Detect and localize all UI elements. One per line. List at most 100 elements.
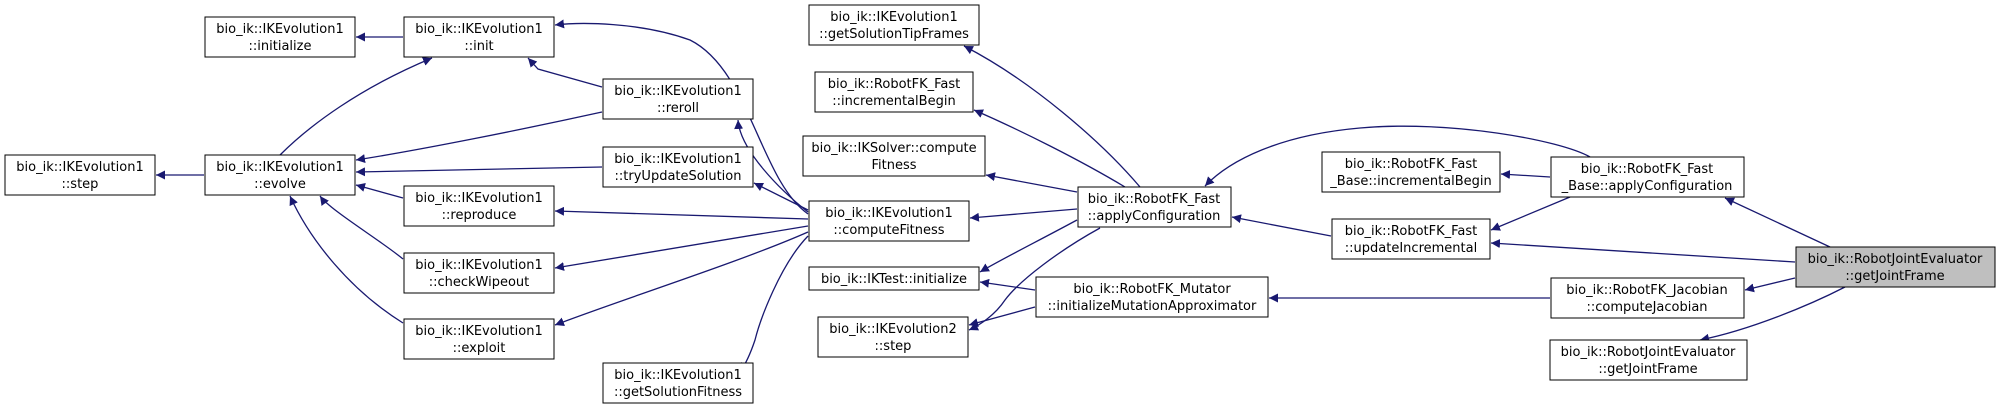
node-fk-incrementalbegin[interactable]: bio_ik::RobotFK_Fast ::incrementalBegin xyxy=(814,71,974,113)
edge-mutator-to-iktest xyxy=(979,278,1036,291)
node-label-line: ::init xyxy=(464,39,493,54)
node-label-line: bio_ik::IKEvolution1 xyxy=(614,368,741,383)
edge-computefitness-to-checkwipeout xyxy=(554,225,809,271)
node-label-line: ::evolve xyxy=(254,177,306,192)
node-fk-applyconfiguration[interactable]: bio_ik::RobotFK_Fast ::applyConfiguratio… xyxy=(1077,186,1232,228)
node-label-line: Fitness xyxy=(871,158,916,173)
node-mutator-initmutationapprox[interactable]: bio_ik::RobotFK_Mutator ::initializeMuta… xyxy=(1035,276,1269,318)
edge-computefitness-to-reproduce xyxy=(554,206,809,220)
edge-updateinc-to-applyconfig xyxy=(1231,214,1332,237)
node-label-line: bio_ik::IKEvolution1 xyxy=(614,152,741,167)
node-label-line: bio_ik::IKEvolution1 xyxy=(415,324,542,339)
edge-mutator-to-evo2step xyxy=(968,306,1036,327)
node-label-line: ::getJointFrame xyxy=(1845,269,1944,284)
node-label-line: bio_ik::IKEvolution1 xyxy=(415,22,542,37)
node-evo1-computefitness[interactable]: bio_ik::IKEvolution1 ::computeFitness xyxy=(808,200,970,242)
call-edges xyxy=(156,19,1846,373)
node-iksolver-computefitness[interactable]: bio_ik::IKSolver::compute Fitness xyxy=(802,135,986,177)
edge-target-to-rjegetjointframe xyxy=(1699,286,1846,343)
edge-applyconfig-to-getsoltipframes xyxy=(963,45,1141,188)
node-label-line: ::step xyxy=(62,177,99,192)
edge-reroll-to-init xyxy=(527,57,603,88)
node-label-line: bio_ik::RobotFK_Jacobian xyxy=(1566,283,1727,298)
edge-evolve-to-init xyxy=(279,57,433,156)
node-label-line: bio_ik::RobotFK_Mutator xyxy=(1073,282,1231,297)
node-label-line: _Base::incrementalBegin xyxy=(1329,174,1492,189)
node-evo1-getsolutiontipframes[interactable]: bio_ik::IKEvolution1 ::getSolutionTipFra… xyxy=(808,4,980,46)
node-rje-getjointframe-target: bio_ik::RobotJointEvaluator ::getJointFr… xyxy=(1795,246,1996,288)
node-label-line: bio_ik::RobotFK_Fast xyxy=(1345,157,1478,172)
node-label-line: ::reroll xyxy=(657,101,699,116)
node-fk-updateincremental[interactable]: bio_ik::RobotFK_Fast ::updateIncremental xyxy=(1331,218,1491,260)
call-graph-nodes: bio_ik::IKEvolution1 ::step bio_ik::IKEv… xyxy=(4,4,1996,404)
node-rje-getjointframe-caller[interactable]: bio_ik::RobotJointEvaluator ::getJointFr… xyxy=(1549,339,1748,381)
node-label-line: bio_ik::RobotFK_Fast xyxy=(1088,192,1221,207)
node-label-line: bio_ik::IKEvolution1 xyxy=(415,191,542,206)
edge-computefitness-to-exploit xyxy=(554,231,809,326)
node-label-line: bio_ik::IKTest::initialize xyxy=(821,272,967,287)
edge-reproduce-to-evolve xyxy=(355,183,404,199)
edge-computefitness-to-getsolfitness xyxy=(739,235,809,373)
node-evo1-init[interactable]: bio_ik::IKEvolution1 ::init xyxy=(403,16,555,58)
node-label-line: ::incrementalBegin xyxy=(832,94,955,109)
edge-fkbaseapply-to-fkbaseincbegin xyxy=(1500,170,1551,180)
edge-computefitness-to-init xyxy=(554,19,809,215)
node-label-line: bio_ik::IKEvolution1 xyxy=(614,84,741,99)
node-iktest-initialize[interactable]: bio_ik::IKTest::initialize xyxy=(808,266,980,291)
node-label-line: bio_ik::RobotJointEvaluator xyxy=(1808,252,1983,267)
node-evo1-evolve[interactable]: bio_ik::IKEvolution1 ::evolve xyxy=(204,154,356,196)
node-evo2-step[interactable]: bio_ik::IKEvolution2 ::step xyxy=(817,316,969,358)
edge-applyconfig-to-computefitness xyxy=(969,208,1078,222)
node-label-line: bio_ik::IKEvolution1 xyxy=(825,206,952,221)
node-label-line: bio_ik::IKEvolution1 xyxy=(16,160,143,175)
node-label-line: ::updateIncremental xyxy=(1345,241,1477,256)
edge-target-to-fkbaseapply xyxy=(1724,197,1831,248)
node-label-line: ::getSolutionTipFrames xyxy=(819,27,969,42)
node-label-line: _Base::applyConfiguration xyxy=(1561,179,1733,194)
node-fkbase-incrementalbegin[interactable]: bio_ik::RobotFK_Fast _Base::incrementalB… xyxy=(1321,151,1501,193)
node-evo1-tryupdatesolution[interactable]: bio_ik::IKEvolution1 ::tryUpdateSolution xyxy=(602,146,754,188)
node-evo1-getsolutionfitness[interactable]: bio_ik::IKEvolution1 ::getSolutionFitnes… xyxy=(602,362,754,404)
node-label-line: ::reproduce xyxy=(442,208,517,223)
node-label-line: bio_ik::IKEvolution2 xyxy=(829,322,956,337)
node-evo1-step[interactable]: bio_ik::IKEvolution1 ::step xyxy=(4,154,156,196)
node-label-line: ::checkWipeout xyxy=(429,275,530,290)
edge-checkwipeout-to-evolve xyxy=(319,195,404,260)
node-label-line: bio_ik::RobotFK_Fast xyxy=(1581,162,1714,177)
node-evo1-checkwipeout[interactable]: bio_ik::IKEvolution1 ::checkWipeout xyxy=(403,252,555,294)
node-label-line: ::computeJacobian xyxy=(1586,300,1707,315)
node-label-line: bio_ik::IKSolver::compute xyxy=(811,141,976,156)
node-evo1-reproduce[interactable]: bio_ik::IKEvolution1 ::reproduce xyxy=(403,185,555,227)
edge-target-to-updateinc xyxy=(1490,239,1796,263)
edge-fkbaseapply-to-updateinc xyxy=(1490,196,1571,231)
node-label-line: bio_ik::IKEvolution1 xyxy=(830,10,957,25)
node-fkbase-applyconfiguration[interactable]: bio_ik::RobotFK_Fast _Base::applyConfigu… xyxy=(1550,156,1745,198)
node-label-line: bio_ik::RobotFK_Fast xyxy=(1345,224,1478,239)
node-jacobian-computejacobian[interactable]: bio_ik::RobotFK_Jacobian ::computeJacobi… xyxy=(1550,277,1745,319)
node-evo1-exploit[interactable]: bio_ik::IKEvolution1 ::exploit xyxy=(403,318,555,360)
edge-computefitness-to-tryupdate xyxy=(753,182,809,211)
node-label-line: ::exploit xyxy=(453,341,506,356)
edge-applyconfig-to-evo2step xyxy=(968,227,1101,331)
node-label-line: bio_ik::IKEvolution1 xyxy=(415,258,542,273)
edge-exploit-to-evolve xyxy=(289,195,404,324)
node-label-line: ::applyConfiguration xyxy=(1088,209,1221,224)
node-label-line: ::getSolutionFitness xyxy=(614,385,742,400)
node-label-line: ::tryUpdateSolution xyxy=(615,169,742,184)
node-label-line: bio_ik::RobotJointEvaluator xyxy=(1561,345,1736,360)
edge-fkbaseapply-to-applyconfig xyxy=(1204,125,1591,187)
edge-applyconfig-to-iktest xyxy=(979,219,1078,273)
edge-reroll-to-evolve xyxy=(355,111,603,164)
node-label-line: bio_ik::RobotFK_Fast xyxy=(828,77,961,92)
node-label-line: ::initializeMutationApproximator xyxy=(1048,299,1257,314)
edge-applyconfig-to-fkincbegin xyxy=(973,109,1126,188)
node-evo1-reroll[interactable]: bio_ik::IKEvolution1 ::reroll xyxy=(602,78,754,120)
node-label-line: ::computeFitness xyxy=(833,223,944,238)
node-evo1-initialize[interactable]: bio_ik::IKEvolution1 ::initialize xyxy=(204,16,356,58)
edge-computefitness-to-reroll xyxy=(734,119,809,213)
node-label-line: ::initialize xyxy=(249,39,312,54)
node-label-line: bio_ik::IKEvolution1 xyxy=(216,22,343,37)
node-label-line: bio_ik::IKEvolution1 xyxy=(216,160,343,175)
edge-tryupdate-to-evolve xyxy=(355,166,603,177)
node-label-line: ::getJointFrame xyxy=(1598,362,1697,377)
